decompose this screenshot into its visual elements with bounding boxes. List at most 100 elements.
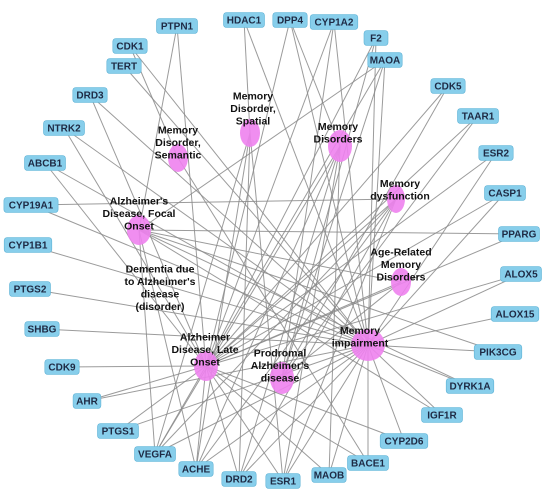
gene-node-cyp1a2[interactable]: CYP1A2 — [309, 14, 359, 30]
gene-node-abcb1[interactable]: ABCB1 — [24, 155, 66, 171]
gene-box — [112, 38, 148, 54]
gene-node-ache[interactable]: ACHE — [178, 461, 214, 477]
gene-node-ntrk2[interactable]: NTRK2 — [43, 120, 85, 136]
gene-node-cyp2d6[interactable]: CYP2D6 — [379, 433, 429, 449]
gene-node-ptpn1[interactable]: PTPN1 — [156, 18, 198, 34]
gene-node-bace1[interactable]: BACE1 — [347, 455, 389, 471]
gene-node-cdk1[interactable]: CDK1 — [112, 38, 148, 54]
disease-label-line: disease — [141, 288, 180, 300]
gene-node-dyrk1a[interactable]: DYRK1A — [445, 378, 495, 394]
edge-bace1-semantic — [177, 157, 369, 464]
disease-label-line: Alzheimer — [180, 332, 230, 344]
disease-label-line: impairment — [332, 337, 389, 349]
edge-cyp2d6-late — [205, 365, 405, 442]
gene-node-igf1r[interactable]: IGF1R — [421, 407, 463, 423]
gene-node-pik3cg[interactable]: PIK3CG — [473, 344, 523, 360]
gene-node-esr1[interactable]: ESR1 — [265, 473, 301, 489]
gene-node-maoa[interactable]: MAOA — [367, 52, 403, 68]
gene-box — [72, 87, 108, 103]
gene-label: ACHE — [182, 465, 211, 476]
edge-drd2-late — [205, 365, 240, 480]
gene-node-cyp19a1[interactable]: CYP19A1 — [3, 197, 59, 213]
disease-label-line: Memory — [340, 325, 380, 337]
edge-ache-dysfunction — [195, 198, 397, 470]
disease-label-line: dysfunction — [370, 190, 430, 202]
gene-node-alox15[interactable]: ALOX15 — [490, 306, 540, 322]
edge-ache-impairment — [195, 344, 369, 470]
edge-esr1-spatial — [249, 132, 284, 482]
disease-ellipse — [240, 119, 260, 147]
gene-node-vegfa[interactable]: VEGFA — [134, 446, 176, 462]
gene-node-shbg[interactable]: SHBG — [24, 321, 60, 337]
edge-maoa-impairment — [367, 59, 386, 346]
edge-casp1-late — [205, 192, 506, 367]
disease-label-line: Disease, Late — [171, 344, 238, 356]
edge-ptpn1-focal — [138, 25, 178, 231]
edge-drd2-spatial — [238, 132, 251, 480]
gene-label: HDAC1 — [227, 16, 262, 27]
gene-label: ESR1 — [270, 477, 297, 488]
gene-node-alox5[interactable]: ALOX5 — [500, 266, 542, 282]
gene-node-cdk9[interactable]: CDK9 — [44, 359, 80, 375]
gene-node-casp1[interactable]: CASP1 — [484, 185, 526, 201]
gene-node-drd3[interactable]: DRD3 — [72, 87, 108, 103]
gene-box — [3, 237, 53, 253]
gene-node-tert[interactable]: TERT — [106, 58, 142, 74]
gene-node-ptgs2[interactable]: PTGS2 — [9, 281, 51, 297]
gene-label: PTGS1 — [102, 427, 135, 438]
edge-agerelated-focal — [138, 229, 402, 283]
gene-node-cdk5[interactable]: CDK5 — [430, 78, 466, 94]
gene-node-hdac1[interactable]: HDAC1 — [223, 12, 265, 28]
edge-cyp19a1-dysfunction — [30, 198, 397, 206]
disease-label-line: Memory — [380, 178, 420, 190]
edge-esr2-impairment — [367, 152, 497, 346]
disease-label-line: Memory — [381, 259, 421, 271]
disease-ellipse — [328, 130, 352, 162]
disease-label-line: Spatial — [236, 116, 271, 128]
gene-node-esr2[interactable]: ESR2 — [478, 145, 514, 161]
gene-box — [379, 433, 429, 449]
gene-box — [309, 14, 359, 30]
gene-box — [498, 226, 540, 242]
gene-box — [9, 281, 51, 297]
disease-label-line: Prodromal — [254, 348, 307, 360]
edge-maob-impairment — [328, 344, 369, 476]
edge-vegfa-memdis — [154, 145, 341, 455]
gene-node-cyp1b1[interactable]: CYP1B1 — [3, 237, 53, 253]
disease-label-line: Alzheimer's — [251, 360, 310, 372]
edge-dysfunction-late — [205, 198, 397, 367]
gene-node-ptgs1[interactable]: PTGS1 — [97, 423, 139, 439]
gene-box — [97, 423, 139, 439]
gene-label: DYRK1A — [449, 382, 490, 393]
edge-drd2-impairment — [238, 344, 369, 480]
gene-node-drd2[interactable]: DRD2 — [221, 471, 257, 487]
edge-taar1-late — [205, 115, 479, 367]
gene-node-taar1[interactable]: TAAR1 — [457, 108, 499, 124]
gene-box — [311, 467, 347, 483]
edge-drd2-memdis — [238, 145, 341, 480]
gene-node-dpp4[interactable]: DPP4 — [272, 12, 308, 28]
gene-node-ahr[interactable]: AHR — [72, 393, 102, 409]
gene-node-pparg[interactable]: PPARG — [498, 226, 540, 242]
disease-ellipse — [351, 329, 385, 361]
disease-label-line: disease — [261, 373, 300, 385]
disease-ellipse — [391, 268, 411, 296]
gene-box — [72, 393, 102, 409]
edge-cdk9-late — [61, 365, 207, 368]
gene-box — [430, 78, 466, 94]
gene-node-f2[interactable]: F2 — [363, 30, 389, 46]
gene-node-maob[interactable]: MAOB — [311, 467, 347, 483]
